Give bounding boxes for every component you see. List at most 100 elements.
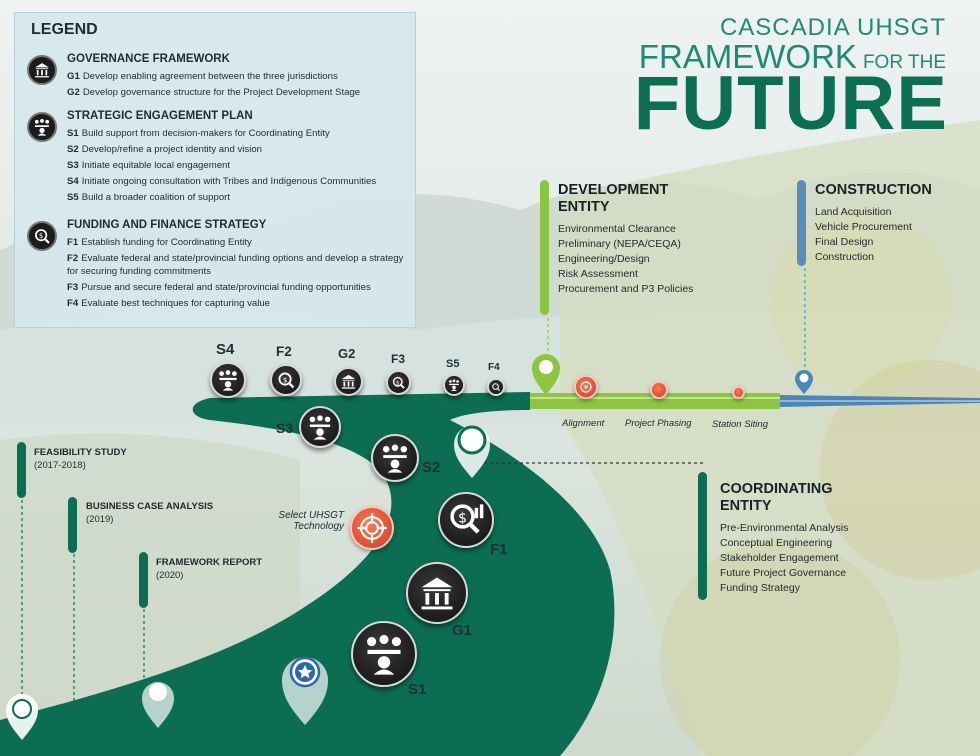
development-item: Environmental Clearance <box>558 223 676 235</box>
pin-feasibility-icon <box>6 694 38 740</box>
f3-funding-icon: $ <box>386 370 411 395</box>
legend-governance-heading: GOVERNANCE FRAMEWORK <box>67 53 230 65</box>
label-s4: S4 <box>216 341 235 358</box>
framework-report-bar <box>139 552 148 608</box>
history-name: FEASIBILITY STUDY <box>34 447 127 458</box>
svg-text:$: $ <box>396 380 400 386</box>
f4-funding-icon <box>487 378 505 396</box>
coordinating-bar <box>698 472 707 600</box>
s2-people-icon <box>371 434 419 482</box>
pin-business-case-icon <box>142 682 174 728</box>
label-s1: S1 <box>408 681 427 698</box>
technology-target-icon <box>350 506 394 550</box>
phasing-target-icon <box>650 381 668 399</box>
development-item: Preliminary (NEPA/CEQA) <box>558 238 681 250</box>
s5-people-icon <box>443 374 465 396</box>
label-s3: S3 <box>276 420 294 436</box>
coordinating-item: Stakeholder Engagement <box>720 552 839 564</box>
coordinating-heading-2: ENTITY <box>720 498 772 514</box>
development-bar <box>540 180 549 315</box>
title-for-the: FOR THE <box>862 52 946 73</box>
label-g1: G1 <box>452 622 473 639</box>
title-future: FUTURE <box>633 61 948 146</box>
svg-text:$: $ <box>39 232 43 240</box>
title-line-1: CASCADIA UHSGT <box>719 14 946 41</box>
coordinating-heading-1: COORDINATING <box>720 481 833 497</box>
construction-bar <box>797 180 806 266</box>
label-s2: S2 <box>422 459 441 476</box>
title-framework: FRAMEWORK <box>638 38 857 75</box>
technology-label: Select UHSGT Technology <box>272 510 344 532</box>
construction-heading: CONSTRUCTION <box>815 182 932 198</box>
history-years: (2020) <box>156 570 184 581</box>
svg-text:$: $ <box>458 511 467 527</box>
construction-box: CONSTRUCTION Land Acquisition Vehicle Pr… <box>815 182 965 265</box>
coordinating-item: Pre-Environmental Analysis <box>720 522 849 534</box>
development-item: Risk Assessment <box>558 268 638 280</box>
alignment-target-icon <box>574 375 598 399</box>
construction-item: Vehicle Procurement <box>815 221 912 233</box>
history-name: FRAMEWORK REPORT <box>156 557 263 568</box>
s1-people-icon <box>351 621 417 687</box>
f1-funding-icon: $ <box>438 492 494 548</box>
technology-line-2: Technology <box>293 521 344 532</box>
government-building-icon <box>27 55 57 85</box>
label-f4: F4 <box>488 362 500 373</box>
coordinating-item: Funding Strategy <box>720 582 800 594</box>
label-station-siting: Station Siting <box>712 419 768 430</box>
legend-title: LEGEND <box>31 21 98 38</box>
construction-item: Construction <box>815 251 874 263</box>
development-item: Procurement and P3 Policies <box>558 283 694 295</box>
pin-coordinating-icon <box>454 425 490 478</box>
construction-item: Land Acquisition <box>815 206 892 218</box>
siting-target-icon <box>732 386 745 399</box>
legend-engagement-heading: STRATEGIC ENGAGEMENT PLAN <box>67 110 253 122</box>
people-group-icon <box>27 112 57 142</box>
f2-funding-icon: $ <box>270 364 302 396</box>
construction-item: Final Design <box>815 236 874 248</box>
development-heading-1: DEVELOPMENT <box>558 182 669 198</box>
s4-people-icon <box>210 362 246 398</box>
coordinating-item: Future Project Governance <box>720 567 847 579</box>
label-f3: F3 <box>391 352 406 366</box>
svg-text:$: $ <box>283 375 288 384</box>
g1-building-icon <box>406 562 468 624</box>
feasibility-bar <box>17 442 26 498</box>
label-f1: F1 <box>490 541 508 558</box>
business-case-analysis: BUSINESS CASE ANALYSIS (2019) <box>86 500 213 526</box>
development-heading-2: ENTITY <box>558 199 610 215</box>
legend-funding-heading: FUNDING AND FINANCE STRATEGY <box>67 219 267 231</box>
label-g2: G2 <box>338 346 356 361</box>
business-case-bar <box>68 497 77 553</box>
framework-report: FRAMEWORK REPORT (2020) <box>156 556 262 582</box>
development-item: Engineering/Design <box>558 253 650 265</box>
g2-building-icon <box>334 367 363 396</box>
label-alignment: Alignment <box>562 418 605 429</box>
technology-line-1: Select UHSGT <box>278 510 344 521</box>
coordinating-item: Conceptual Engineering <box>720 537 833 549</box>
history-name: BUSINESS CASE ANALYSIS <box>86 501 214 512</box>
money-search-icon: $ <box>27 221 57 251</box>
feasibility-study: FEASIBILITY STUDY (2017-2018) <box>34 446 127 472</box>
history-years: (2017-2018) <box>34 460 86 471</box>
pin-development-icon <box>532 354 560 395</box>
